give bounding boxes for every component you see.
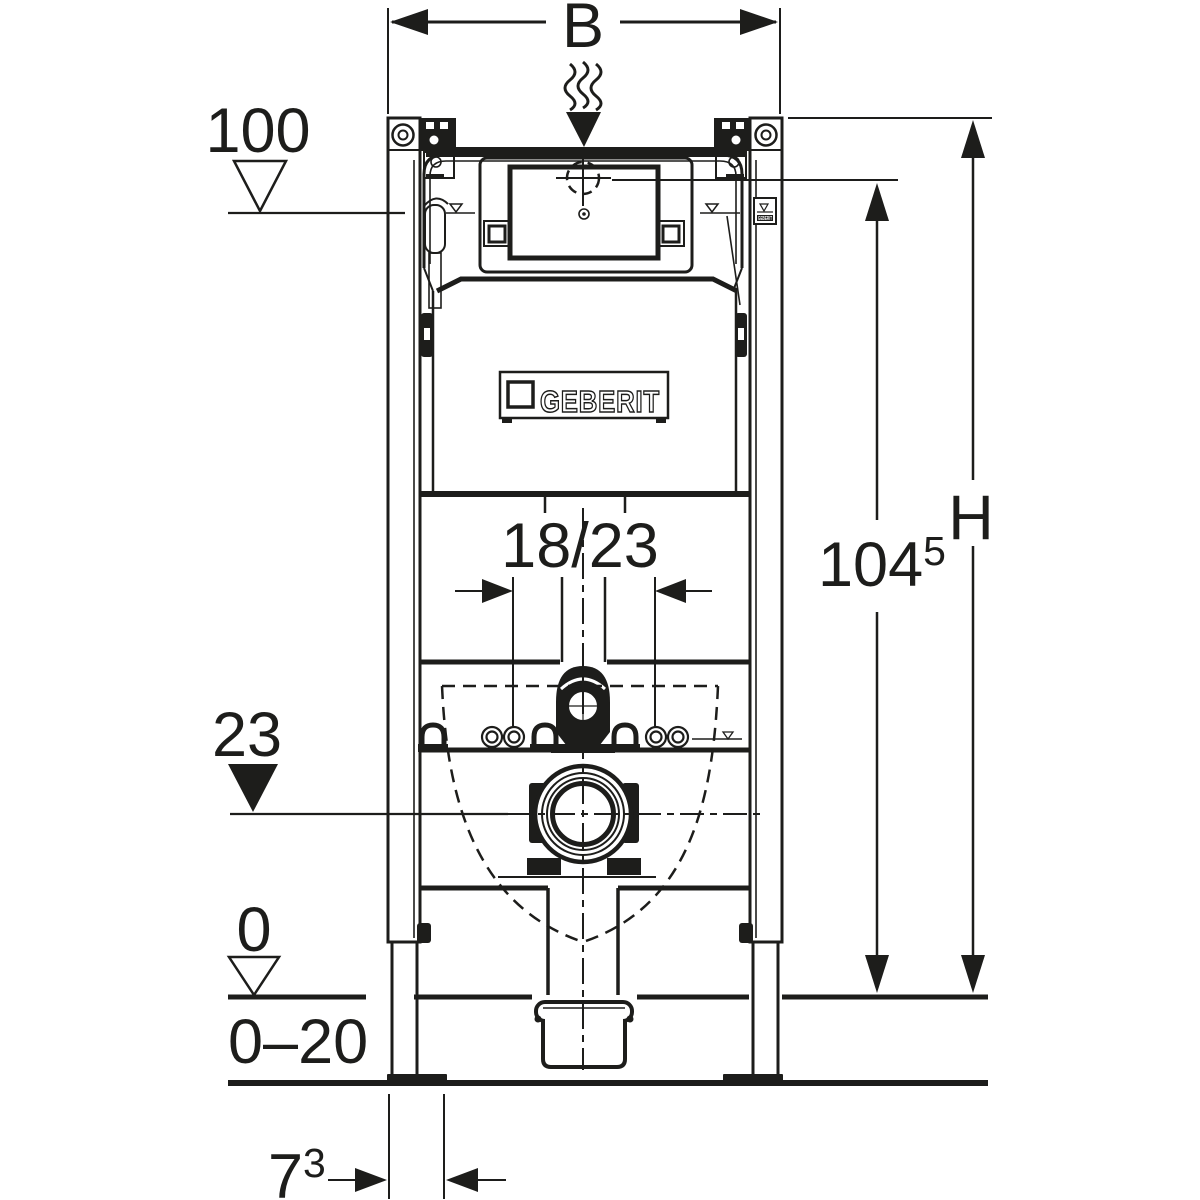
logo-text: GEBERIT [540,384,660,419]
dimension-arrow-icon [961,120,985,158]
left-leg-clamp [417,923,431,943]
dimension-arrow-icon [655,579,686,603]
right-leg-clamp [739,923,753,943]
level-marker-23: 23 [212,700,508,816]
datum-triangle-filled-icon [228,764,278,812]
dimension-arrow-icon [865,183,889,221]
dimension-7-3: 73 [268,1094,506,1200]
fill-valve [423,197,449,309]
dimension-b: B [387,0,781,114]
right-adjustable-leg [723,942,783,1083]
dimension-104-5: 1045 [612,179,946,993]
floor-lines [228,994,988,1086]
logo-square-icon [506,380,535,409]
dimension-arrow-icon [390,9,428,35]
odor-extraction-icon [563,60,603,147]
left-adjustable-leg [387,942,447,1083]
geberit-logo-plate: GEBERIT [498,370,670,423]
dimension-arrow-icon [961,955,985,993]
water-level-icon [446,203,740,214]
left-window-tab [483,220,511,247]
center-lines [508,508,762,1070]
dimensions: B H 1045 100 [205,0,993,1200]
datum-triangle-open-icon [226,955,282,998]
height-104-label: 1045 [818,528,946,600]
window-screw [578,208,590,220]
right-wall-anchor-hole [754,123,778,147]
level-100-label: 100 [205,96,310,166]
concealed-cistern: GEBERIT GEBERIT [421,152,777,513]
level-marker-100: 100 [205,96,405,215]
dimension-arrow-icon [865,955,889,993]
dimension-18-23: 18/23 [455,511,712,727]
left-wall-anchor-hole [391,123,415,147]
dimension-arrow-icon [482,579,513,603]
ceramic-pan-outline [440,684,720,944]
level-0-label: 0 [236,895,271,965]
cistern-shoulder [435,276,739,294]
right-window-tab [657,220,685,247]
level-23-label: 23 [212,700,282,770]
level-marker-0: 0 [226,895,282,998]
floor-range-label: 0–20 [228,1007,368,1077]
dimension-arrow-icon [446,1168,478,1192]
dimension-h: H [788,117,994,993]
sticker-text: GEBERIT [758,216,772,222]
datum-triangle-open-icon [231,159,289,214]
supply-offset-label: 18/23 [501,511,659,581]
top-crossbar [426,147,746,157]
geberit-sticker: GEBERIT [753,197,777,225]
mounting-frame [386,116,784,1083]
left-hanger-bracket [420,118,456,179]
foot-width-label: 73 [268,1140,326,1200]
left-rail [386,116,422,944]
total-height-label: H [948,483,994,553]
dimension-arrow-icon [355,1168,387,1192]
pipe-clips [418,722,640,752]
water-level-icon-fittings [692,731,742,741]
width-label: B [562,0,604,61]
dimension-arrow-icon [740,9,778,35]
crosshair-target-icon [556,152,611,206]
access-frame [478,156,694,274]
right-rail [748,116,784,944]
